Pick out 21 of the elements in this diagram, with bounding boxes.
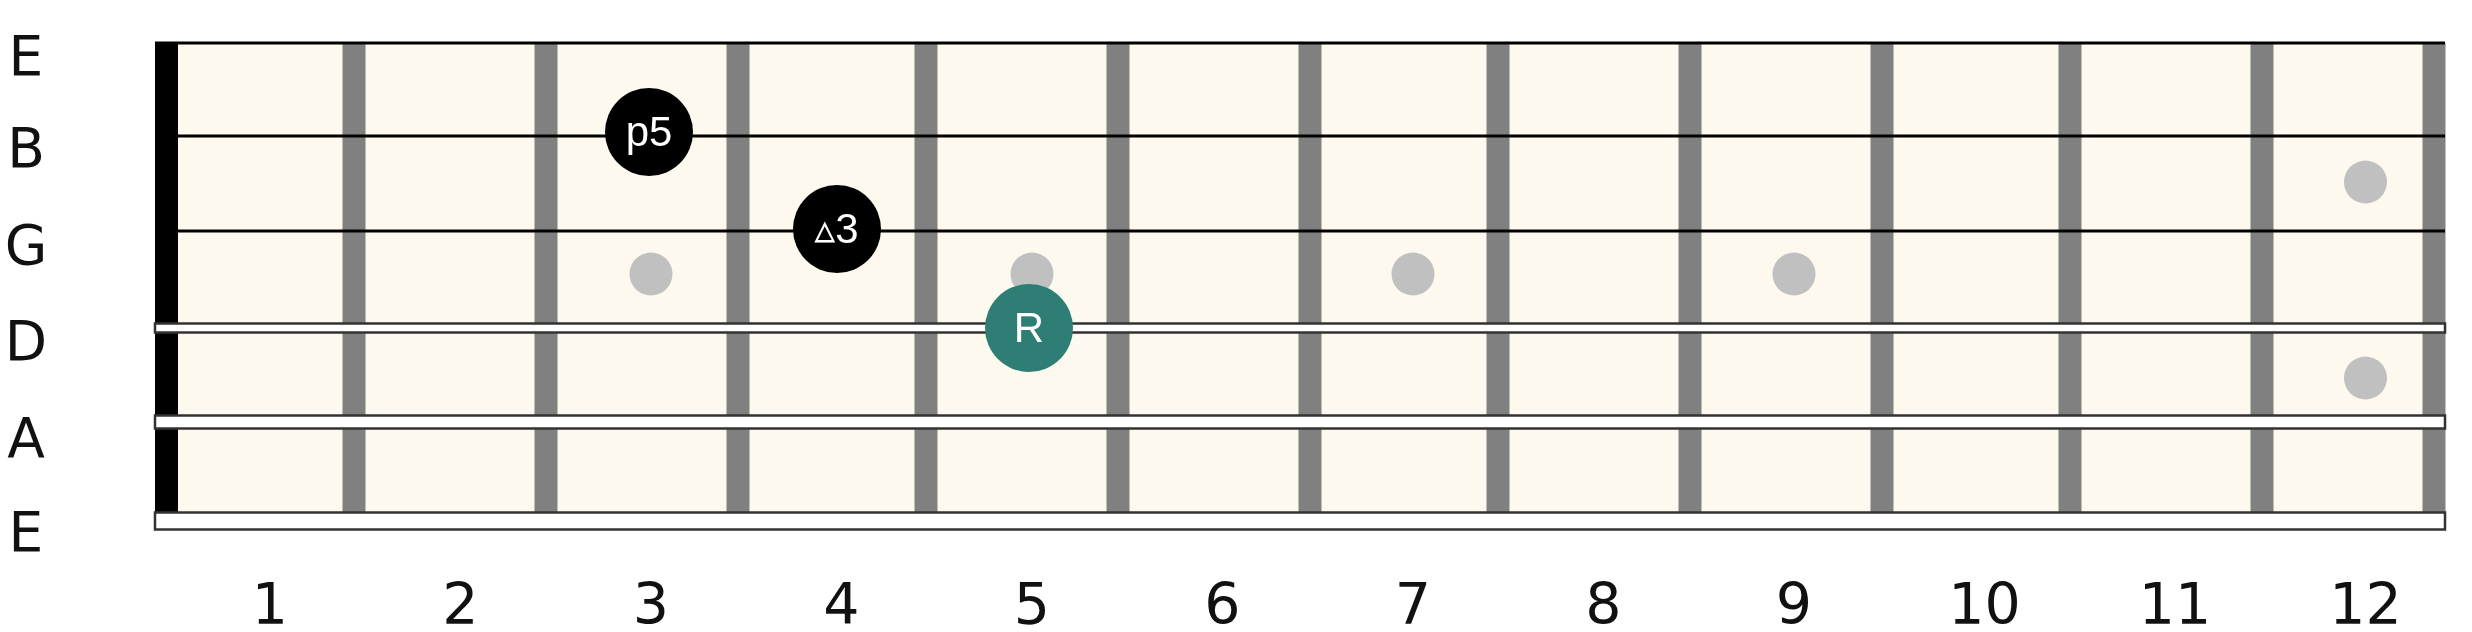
fret-number: 5 bbox=[1013, 575, 1051, 632]
string-name: A bbox=[7, 410, 45, 466]
string-name: B bbox=[7, 120, 45, 176]
fret-number: 8 bbox=[1585, 575, 1622, 632]
fret-number: 1 bbox=[251, 575, 289, 632]
string-name: E bbox=[8, 28, 44, 84]
fret-number: 2 bbox=[442, 575, 479, 632]
fret-number: 3 bbox=[632, 575, 670, 632]
string-name: E bbox=[8, 504, 44, 560]
note-label: ▵3 bbox=[814, 208, 859, 250]
fret-number: 6 bbox=[1204, 575, 1241, 632]
fret-number: 10 bbox=[1948, 575, 2021, 632]
note-label: p5 bbox=[625, 111, 673, 153]
fret-number: 7 bbox=[1394, 575, 1432, 632]
fret-number: 9 bbox=[1775, 575, 1813, 632]
fret-number: 12 bbox=[2329, 575, 2402, 632]
string-name: D bbox=[4, 313, 48, 369]
fret-number: 11 bbox=[2138, 575, 2212, 632]
fret-number: 4 bbox=[823, 575, 860, 632]
string-name: G bbox=[4, 217, 48, 273]
note-label: R bbox=[1013, 307, 1045, 349]
